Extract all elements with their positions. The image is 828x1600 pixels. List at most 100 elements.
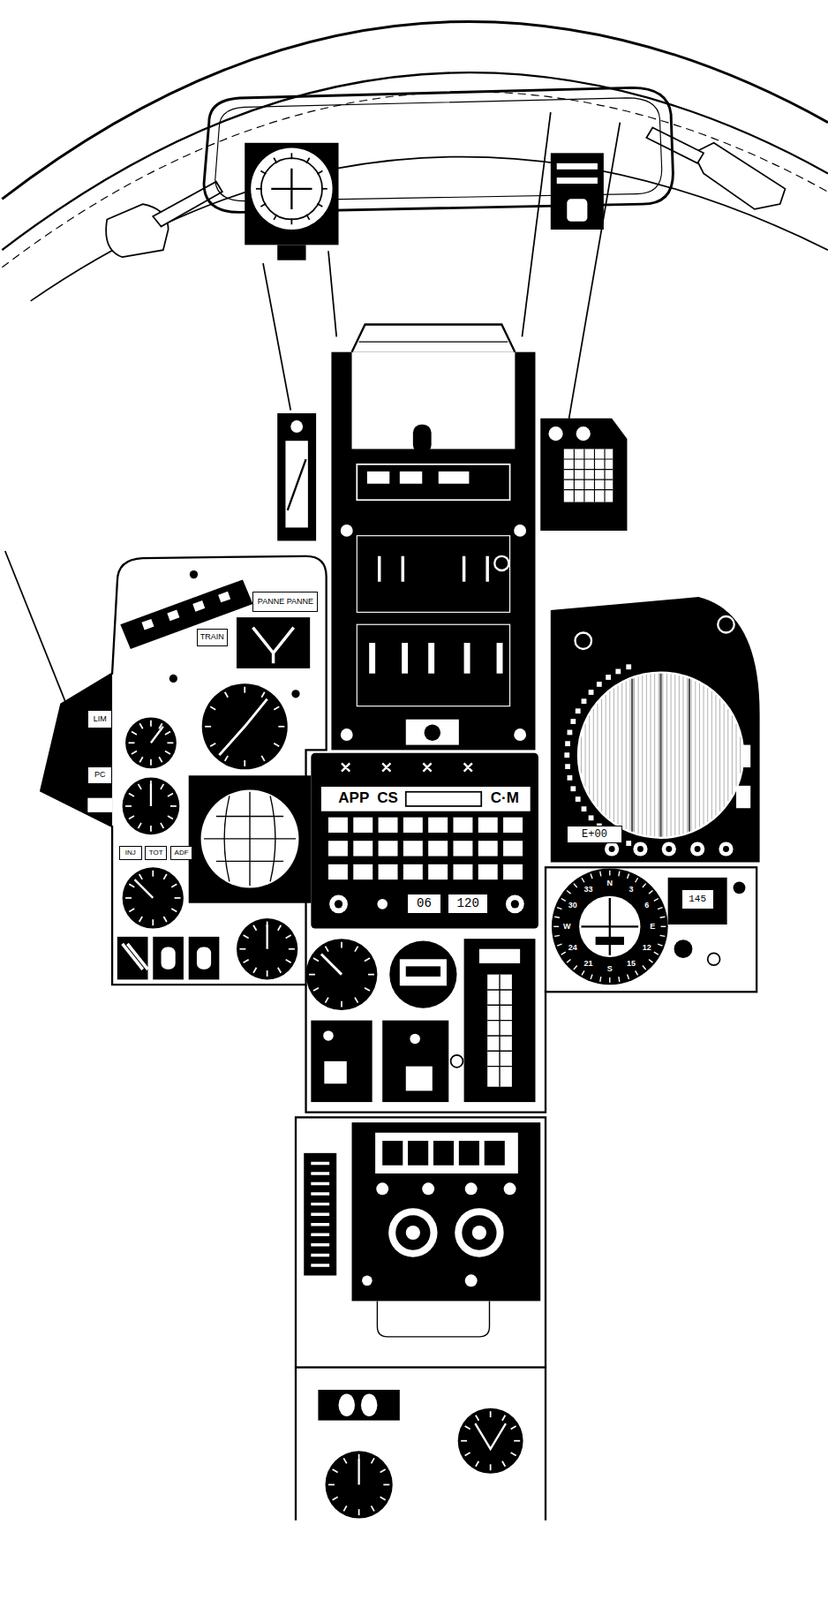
- hsi-panel: [545, 866, 757, 992]
- gauge-ticks: [358, 1453, 361, 1461]
- display-text: TRAIN: [200, 632, 225, 641]
- selector-button: INJ: [119, 845, 142, 860]
- gauge-ticks: [313, 987, 319, 991]
- hsi-panel: [668, 877, 728, 925]
- gauge-ticks: [125, 896, 132, 899]
- hsi-ticks: [573, 965, 578, 970]
- gauge-ticks: [239, 921, 294, 977]
- center-instrument-area: [382, 1020, 449, 1102]
- left-instrument-panel: [202, 683, 288, 769]
- compass-rose-mark: S: [607, 964, 613, 973]
- gauge-ticks: [316, 203, 323, 207]
- gauge-ticks: [380, 1468, 386, 1472]
- gauge-ticks: [128, 815, 135, 819]
- lower-console: [310, 1162, 330, 1265]
- lower-console: [361, 1275, 373, 1287]
- canopy-strut: [569, 122, 621, 419]
- gauge-ticks: [340, 1001, 343, 1008]
- gauge-ticks: [502, 1460, 505, 1467]
- display-text: INJ: [125, 849, 136, 857]
- side-indicator: [290, 420, 303, 433]
- radar-range-dots: [575, 796, 581, 802]
- compass-rose-mark: 24: [568, 943, 578, 952]
- radar-scope-panel: [577, 670, 745, 839]
- radar-range-dots: [604, 841, 619, 856]
- compass-rose-mark: 33: [584, 884, 594, 893]
- gauge-ticks: [511, 1425, 517, 1429]
- gauge-ticks: [150, 720, 152, 727]
- radar-scope-hatch: [601, 698, 603, 811]
- radar-scope-hatch: [674, 674, 676, 836]
- indicator-light: TRAIN: [196, 628, 228, 648]
- hsi-ticks: [557, 943, 562, 946]
- lower-console: [421, 1181, 435, 1195]
- navigation-keyboard-panel: [403, 817, 423, 833]
- radar-range-dots: [588, 814, 595, 821]
- push-button: PC: [87, 766, 113, 785]
- radar-scope-hatch: [662, 673, 663, 837]
- hsi-ticks: [627, 873, 630, 879]
- gauge-ticks: [125, 805, 132, 807]
- gauge-ticks: [128, 908, 135, 911]
- hsi-ticks: [561, 898, 566, 902]
- side-indicator: [287, 459, 307, 511]
- hsi-ticks: [600, 871, 602, 877]
- gauge-ticks: [316, 171, 323, 174]
- radar-range-dots: [722, 845, 730, 852]
- floor-instruments: [474, 1422, 506, 1449]
- radar-scope-hatch: [650, 673, 652, 836]
- radar-range-dots: [718, 841, 733, 856]
- gauge-ticks: [328, 1483, 335, 1486]
- lower-console: [459, 1140, 480, 1166]
- standby-compass: [250, 148, 332, 230]
- hsi-ticks: [609, 870, 610, 876]
- navigation-keyboard-panel: [505, 894, 525, 913]
- radar-range-dots: [637, 845, 644, 852]
- hud-control-column: [367, 471, 390, 484]
- hsi-ticks: [590, 974, 593, 979]
- compass-rose-mark: E: [649, 921, 655, 930]
- radar-scope-hatch: [641, 675, 643, 835]
- standby-compass: [261, 158, 323, 219]
- gauge-ticks: [288, 948, 295, 950]
- hud-control-column: [359, 341, 509, 343]
- gauge-ticks: [343, 1457, 347, 1463]
- gauge-ticks: [354, 946, 358, 952]
- radar-range-dots: [609, 845, 616, 852]
- standby-compass: [277, 244, 306, 260]
- navigation-keyboard-panel: [406, 791, 482, 806]
- radar-scope-hatch: [711, 691, 713, 819]
- hsi-ticks: [627, 974, 630, 979]
- display-text: 145: [688, 894, 707, 905]
- radar-scope-hatch: [593, 708, 595, 801]
- center-instrument-area: [389, 940, 457, 1008]
- hsi-ticks: [590, 873, 593, 879]
- left-instrument-panel: [291, 689, 300, 698]
- lower-console: [465, 1273, 478, 1287]
- accelerometer-box: [566, 198, 588, 221]
- hsi-ticks: [661, 925, 667, 927]
- accelerometer-box: [557, 177, 598, 184]
- digital-readout: E+00: [566, 825, 622, 844]
- navigation-keyboard-panel: [328, 840, 348, 856]
- hud-control-column: [513, 728, 527, 741]
- radar-scope-hatch: [580, 673, 740, 837]
- hud-control-column: [428, 642, 435, 674]
- accelerometer-box: [550, 152, 604, 230]
- hsi-panel: [733, 880, 746, 894]
- center-instrument-area: [323, 1030, 334, 1041]
- grid-indicator: [548, 426, 563, 441]
- compass-rose-mark: 6: [644, 900, 649, 909]
- gauge-ticks: [125, 870, 181, 926]
- display-text: 120: [457, 896, 480, 911]
- gauge-ticks: [308, 973, 316, 976]
- radar-range-dots: [596, 681, 603, 687]
- hsi-panel: [551, 867, 669, 985]
- gauge-ticks: [308, 941, 375, 1008]
- lower-console: [395, 1214, 430, 1250]
- canopy-strut: [263, 263, 291, 410]
- left-instrument-panel: [252, 627, 294, 663]
- gauge-ticks: [306, 158, 309, 164]
- standby-compass: [244, 143, 339, 261]
- radar-range-dots: [615, 669, 621, 675]
